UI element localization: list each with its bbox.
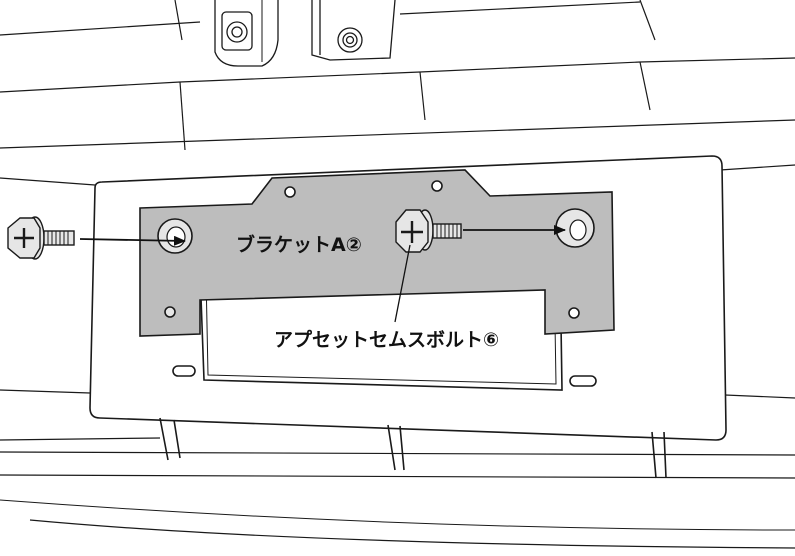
bracket-hole-small-1 <box>284 186 296 198</box>
mounting-boss-right <box>311 0 396 61</box>
mounting-boss-left <box>214 0 279 67</box>
bolt-leader-line <box>394 244 411 323</box>
bracket-a-label: ブラケットA② <box>236 233 362 256</box>
insertion-arrow-left <box>79 235 186 246</box>
bolt-icon <box>7 216 75 260</box>
installed-bolt-icon <box>395 209 462 253</box>
bracket-hole-small-4 <box>568 307 580 319</box>
bracket-hole-small-2 <box>431 180 443 192</box>
bolt-label: アプセットセムスボルト⑥ <box>274 328 499 351</box>
bracket-hole-small-3 <box>164 306 176 318</box>
